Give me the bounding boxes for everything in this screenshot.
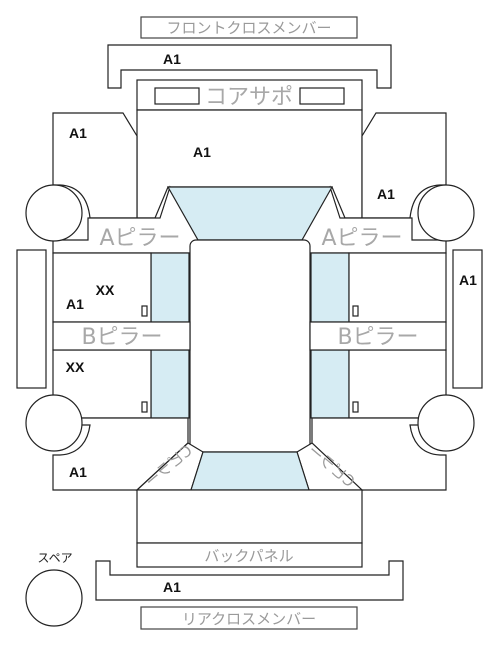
a-pillar-left-label: Aピラー (99, 226, 180, 251)
rear-window[interactable] (190, 451, 310, 491)
a-pillar-right-label: Aピラー (321, 226, 402, 251)
core-support-left-slot (154, 87, 200, 105)
front-cross-member-label: フロントクロスメンバー (166, 19, 331, 37)
spare-label: スペア (37, 551, 72, 565)
roof[interactable] (189, 239, 311, 453)
hood-code: A1 (193, 144, 211, 160)
left-front-window[interactable] (150, 252, 190, 323)
rear-cross-member-label-box (140, 606, 358, 630)
front-cross-member-label-box (140, 16, 358, 39)
wheel-rear-left[interactable] (25, 394, 83, 452)
rear-cross-member-label: リアクロスメンバー (182, 610, 316, 628)
wheel-rear-right[interactable] (417, 394, 475, 452)
front-right-fender[interactable] (361, 112, 447, 219)
b-pillar-left-label: Bピラー (81, 325, 162, 350)
left-front-door-handle (141, 305, 148, 317)
front-left-fender[interactable] (52, 112, 138, 219)
left-front-door-code: A1 (66, 296, 84, 312)
front-left-fender-code: A1 (69, 125, 87, 141)
right-front-door[interactable] (348, 252, 447, 323)
rear-left-fender-code: A1 (69, 464, 87, 480)
left-rear-door-handle (141, 401, 148, 413)
right-front-door-handle (352, 305, 359, 317)
left-rear-door-code: XX (66, 359, 85, 375)
right-rear-door[interactable] (348, 349, 447, 419)
left-front-door-extra-code: XX (96, 282, 115, 298)
front-right-fender-code: A1 (377, 186, 395, 202)
right-rear-door-handle (352, 401, 359, 413)
spare-tire[interactable] (25, 569, 83, 627)
back-panel[interactable] (136, 542, 363, 568)
right-front-window[interactable] (310, 252, 350, 323)
b-pillar-left[interactable] (52, 321, 191, 351)
left-rear-door[interactable] (52, 349, 152, 419)
rear-cross-member-code: A1 (163, 579, 181, 595)
wheel-front-right[interactable] (417, 184, 475, 242)
b-pillar-right-label: Bピラー (337, 325, 418, 350)
left-front-door[interactable] (52, 252, 152, 323)
left-side-rail[interactable] (16, 249, 47, 389)
core-support-label: コアサポ (205, 85, 293, 110)
right-side-code: A1 (459, 272, 477, 288)
back-panel-label: バックパネル (204, 547, 293, 565)
core-support-right-slot (299, 87, 345, 105)
right-rear-window[interactable] (310, 349, 350, 419)
b-pillar-right[interactable] (309, 321, 447, 351)
front-cross-member[interactable] (107, 44, 392, 89)
rear-cross-member[interactable] (95, 560, 404, 601)
right-side-rail[interactable] (452, 249, 483, 389)
wheel-front-left[interactable] (25, 184, 83, 242)
left-rear-window[interactable] (150, 349, 190, 419)
trunk[interactable] (136, 489, 363, 544)
front-cross-member-code: A1 (163, 51, 181, 67)
